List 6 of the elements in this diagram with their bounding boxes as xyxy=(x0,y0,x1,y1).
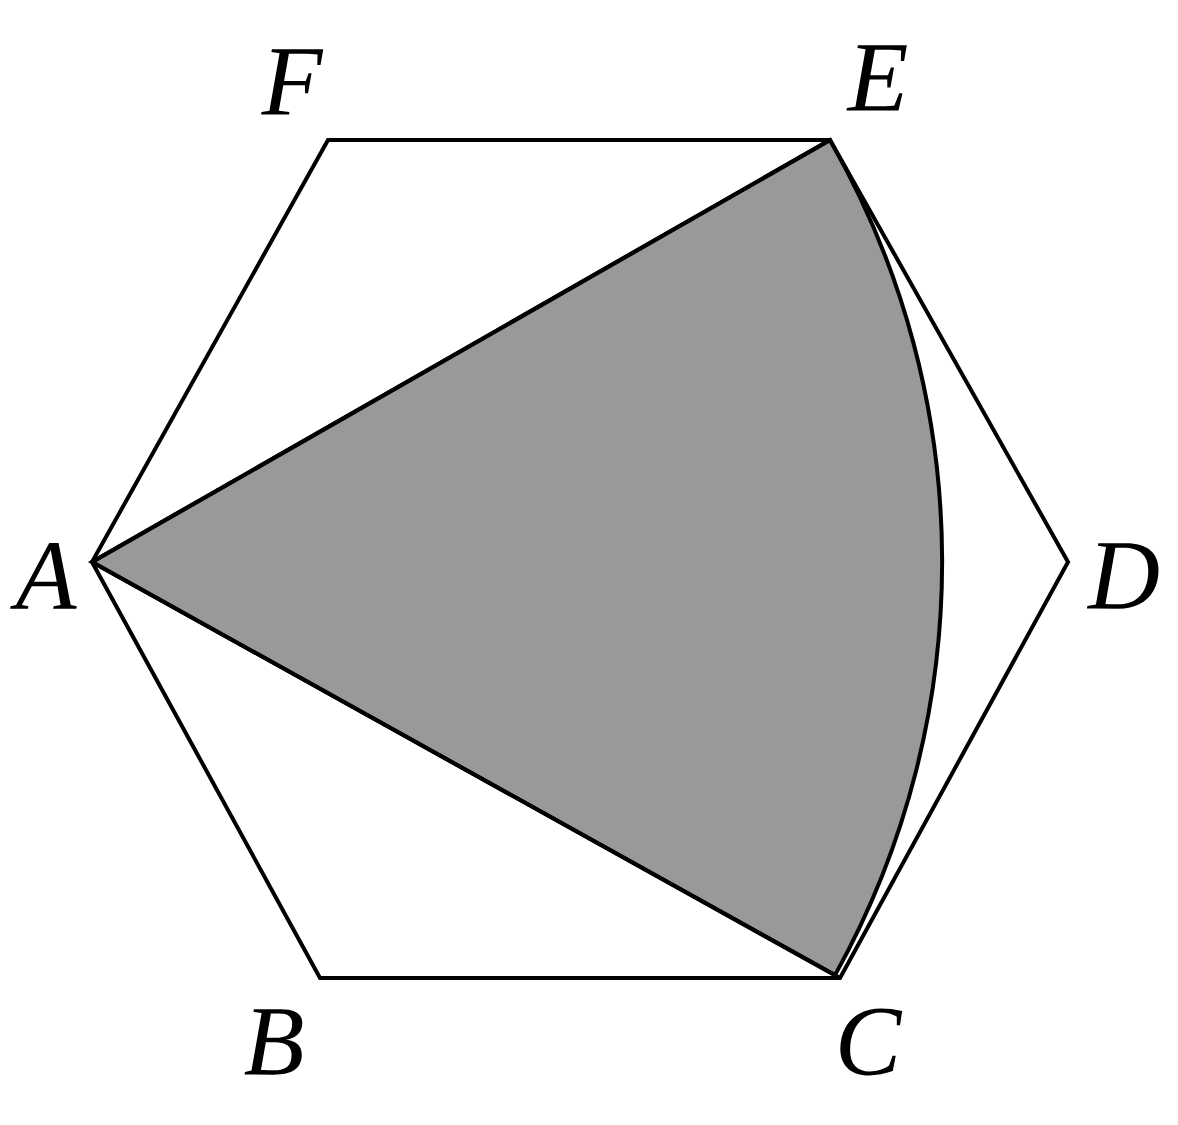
vertex-label: F xyxy=(261,49,324,115)
vertex-label: C xyxy=(840,1008,903,1076)
vertex-label: B xyxy=(244,1009,303,1075)
vertex-label: A xyxy=(10,543,77,609)
vertex-label: D xyxy=(1086,543,1159,609)
vertex-label: E xyxy=(846,45,907,111)
